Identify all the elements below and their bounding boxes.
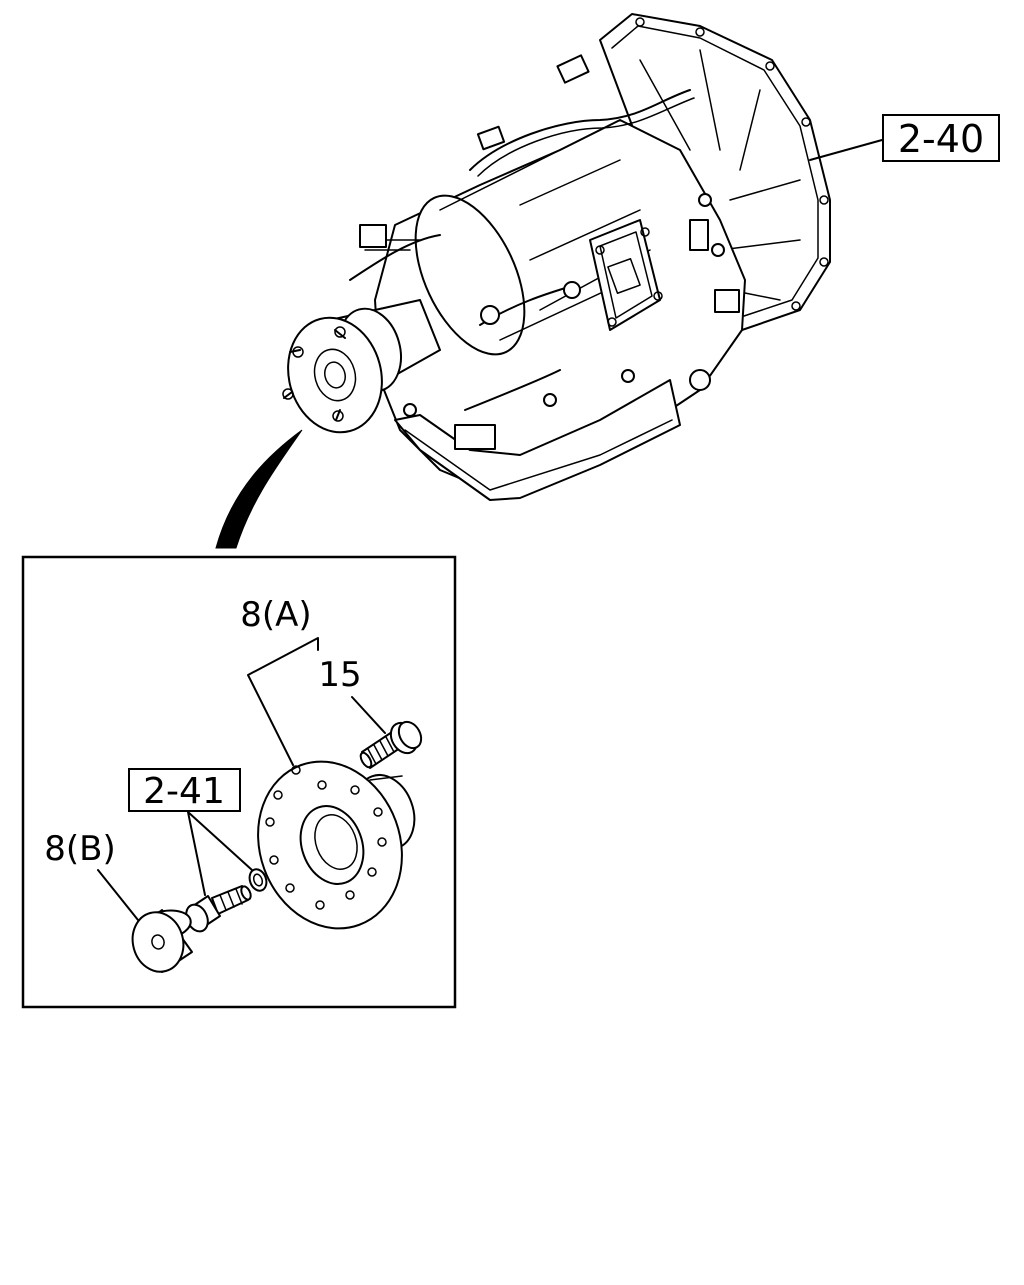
cap-washer-8b xyxy=(131,909,193,973)
leader-8a xyxy=(247,637,319,766)
output-flange-assembled xyxy=(282,307,402,434)
leader-8b xyxy=(97,869,139,921)
flange-8a xyxy=(257,760,416,930)
part-15-label: 15 xyxy=(318,655,361,695)
ref-box-2-40 xyxy=(882,114,1000,162)
leader-15 xyxy=(351,696,386,734)
leader-2-40 xyxy=(809,139,883,161)
flange-8a-holes xyxy=(265,765,387,910)
flange-b-label: 8(B) xyxy=(44,829,116,869)
washer xyxy=(248,868,268,892)
flange-a-label: 8(A) xyxy=(240,595,311,635)
bolt-ref-label: 2-41 xyxy=(143,771,225,812)
bolt-2-41 xyxy=(185,885,252,933)
bolt-15 xyxy=(359,720,423,769)
leader-2-41 xyxy=(187,811,253,896)
transmission-assembly xyxy=(282,13,831,501)
bell-bolt-holes xyxy=(635,17,829,311)
callout-pointer xyxy=(215,429,303,549)
ref-box-2-41 xyxy=(128,768,241,812)
assembly-ref-label: 2-40 xyxy=(898,117,984,161)
